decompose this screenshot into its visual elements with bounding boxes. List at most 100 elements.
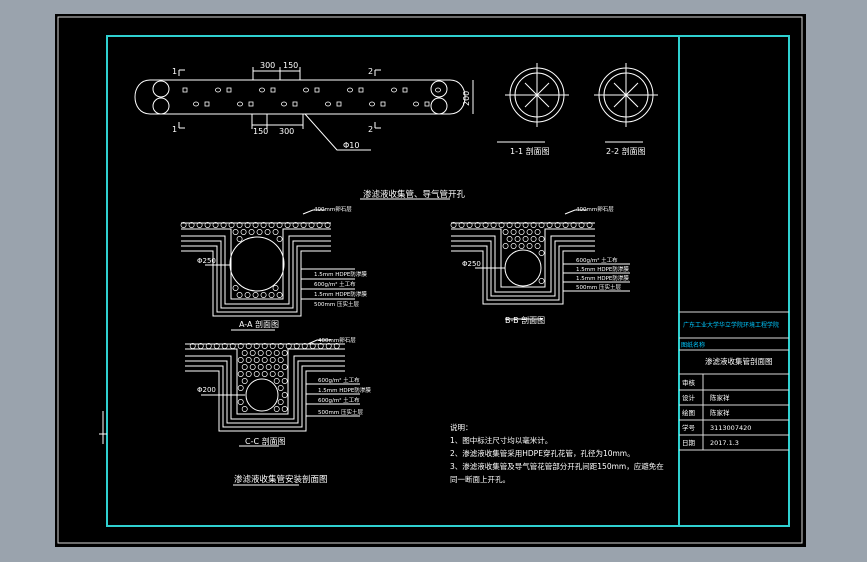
title-row-4-value: 3113007420	[710, 424, 751, 432]
gravel-stone	[554, 222, 561, 228]
dim-height: 200	[462, 91, 471, 106]
gravel-stone	[526, 243, 533, 249]
pipe-hole-square	[314, 87, 320, 93]
leader-line	[304, 113, 371, 151]
gravel-stone	[237, 357, 244, 363]
gravel-stone	[257, 364, 264, 370]
gravel-stone	[281, 378, 288, 384]
gravel-stone	[502, 243, 509, 249]
title-block-drawing-tag: 图纸名称	[681, 341, 705, 349]
trench-a-pipe-dia: Φ250	[197, 257, 216, 265]
trench-b-layer-2: 1.5mm HDPE防渗膜	[576, 265, 629, 273]
pipe-plan-title: 渗滤液收集管、导气管开孔	[363, 189, 466, 200]
trench-b-pipe-dia: Φ250	[462, 260, 481, 268]
gravel-stone	[292, 222, 299, 228]
pipe-hole-round	[325, 101, 331, 107]
pipe-left-bore	[152, 80, 170, 98]
gravel-stone	[197, 343, 204, 349]
trench-b-label: B-B 剖面图	[505, 315, 545, 325]
title-row-2-value: 陈家祥	[710, 393, 730, 402]
trench-a-layer-2: 600g/m² 土工布	[314, 280, 356, 288]
gravel-stone	[261, 357, 268, 363]
gravel-stone	[276, 292, 283, 298]
title-block-school: 广东工业大学华立学院环境工程学院	[683, 321, 779, 329]
gravel-stone	[450, 222, 457, 228]
gravel-stone	[277, 357, 284, 363]
trench-c-layer-2: 1.5mm HDPE防渗膜	[318, 386, 371, 394]
gravel-stone	[228, 222, 235, 228]
gravel-stone	[514, 236, 521, 242]
pipe-right-bore-2	[430, 97, 448, 115]
gravel-stone	[265, 364, 272, 370]
gravel-stone	[281, 364, 288, 370]
gravel-stone	[268, 292, 275, 298]
title-row-1-label: 审核	[682, 378, 696, 387]
gravel-stone	[269, 357, 276, 363]
gravel-stone	[301, 343, 308, 349]
gravel-stone	[518, 243, 525, 249]
gravel-stone	[240, 229, 247, 235]
gravel-stone	[245, 357, 252, 363]
gravel-stone	[180, 222, 187, 228]
gravel-stone	[253, 343, 260, 349]
gravel-stone	[530, 222, 537, 228]
gravel-stone	[308, 222, 315, 228]
notes-line-2: 2、渗滤液收集管采用HDPE穿孔花管，孔径为10mm。	[450, 448, 635, 458]
gravel-stone	[189, 343, 196, 349]
hole-dia-label: Φ10	[343, 141, 359, 150]
pipe-hole-round	[281, 101, 287, 107]
gravel-stone	[324, 222, 331, 228]
gravel-stone	[546, 222, 553, 228]
pipe-hole-round	[369, 101, 375, 107]
title-row-2-label: 设计	[682, 393, 696, 402]
gravel-stone	[586, 222, 593, 228]
gravel-stone	[276, 222, 283, 228]
gravel-stone	[510, 243, 517, 249]
cad-viewport[interactable]: 300 150 150 300 200 Φ10 1 1 2 2 渗滤液收集管、导…	[55, 14, 806, 547]
trench-a-layer-4: 500mm 压实土层	[314, 300, 359, 308]
gravel-stone	[534, 243, 541, 249]
pipe-a	[229, 236, 285, 292]
gravel-fill-b	[450, 222, 593, 284]
gravel-stone	[309, 343, 316, 349]
pipe-hole-round	[303, 87, 309, 93]
pipe-hole-square	[292, 101, 298, 107]
gravel-stone	[538, 250, 545, 256]
gravel-stone	[261, 343, 268, 349]
pipe-hole-round	[193, 101, 199, 107]
trench-a-label: A-A 剖面图	[239, 319, 279, 329]
gravel-stone	[277, 385, 284, 391]
gravel-stone	[538, 236, 545, 242]
gravel-stone	[249, 364, 256, 370]
gravel-stone	[498, 222, 505, 228]
gravel-stone	[272, 285, 279, 291]
gravel-stone	[570, 222, 577, 228]
section-2-bottom: 2	[368, 125, 373, 134]
outer-frame	[57, 16, 803, 544]
trench-a-layer-1: 1.5mm HDPE防渗膜	[314, 270, 367, 278]
gravel-stone	[514, 222, 521, 228]
title-row-4-label: 学号	[682, 423, 696, 432]
title-row-3-label: 绘图	[682, 408, 695, 417]
gravel-stone	[232, 285, 239, 291]
title-row-5-value: 2017.1.3	[710, 439, 739, 447]
gravel-stone	[268, 222, 275, 228]
trench-section-c	[185, 339, 360, 486]
pipe-hole-round	[215, 87, 221, 93]
notes-line-4: 同一断面上开孔。	[450, 474, 510, 484]
gravel-stone	[506, 236, 513, 242]
trench-a-top-label: 400mm卵石层	[314, 205, 352, 213]
notes-line-3: 3、渗滤液收集管及导气管花管部分开孔间距150mm，应避免在	[450, 461, 664, 471]
title-block-drawing-name: 渗滤液收集管剖面图	[705, 356, 773, 366]
gravel-stone	[269, 371, 276, 377]
cad-drawing: 300 150 150 300 200 Φ10 1 1 2 2 渗滤液收集管、导…	[57, 16, 803, 544]
pipe-left-end	[134, 79, 151, 115]
dim-top-300: 300	[260, 61, 275, 70]
gravel-stone	[188, 222, 195, 228]
gravel-stone	[241, 364, 248, 370]
gravel-stone	[236, 236, 243, 242]
gravel-stone	[260, 292, 267, 298]
gravel-stone	[522, 236, 529, 242]
gravel-stone	[241, 406, 248, 412]
gravel-stone	[277, 343, 284, 349]
